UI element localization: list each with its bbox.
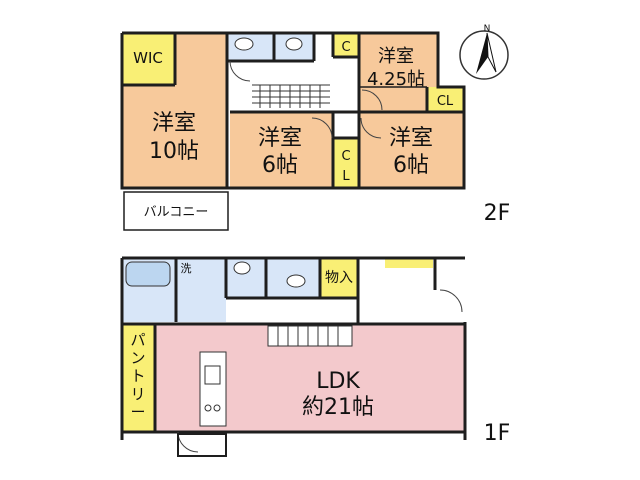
toilet-fixture-2f-b (285, 37, 303, 51)
sink-1f (204, 365, 221, 385)
storage-1f (320, 258, 358, 298)
pantry-char-5: ー (130, 403, 145, 421)
washroom-label: 洗 (181, 262, 192, 275)
wic-2f (122, 33, 175, 85)
door-swing-2f-a (229, 60, 251, 82)
stairs-1f (267, 325, 353, 347)
compass-arrow-outline (486, 32, 497, 73)
compass-arrow-icon (476, 33, 488, 74)
stairs-2f (252, 84, 330, 108)
floor-2f: WIC 洋室 10帖 洋室 6帖 洋室 6帖 洋室 4.25帖 C CL C L… (120, 31, 511, 231)
closet-c-2f (333, 33, 359, 57)
compass-circle (459, 30, 509, 80)
closet-c-label: C (341, 40, 350, 55)
door-swing-2f-c (360, 117, 382, 139)
bathtub-1f (125, 261, 171, 287)
toilet-fixture-1f-a (233, 261, 251, 275)
pantry-char-3: ト (130, 367, 145, 385)
closet-center-l-label: L (342, 169, 350, 184)
toilet-fixture-1f-b (286, 274, 306, 288)
bedroom-north-2f (359, 33, 438, 112)
pantry-1f (122, 325, 155, 432)
pantry-char-4: リ (130, 385, 145, 403)
floor-2f-label: 2F (484, 201, 511, 226)
wic-label: WIC (133, 49, 163, 67)
door-swing-2f-d (361, 89, 383, 111)
closet-cl-2f (427, 87, 464, 112)
bedroom-center-size: 6帖 (262, 153, 298, 178)
entrance-1f (177, 433, 227, 457)
bedroom-west-name: 洋室 (152, 111, 196, 136)
ldk-name: LDK (316, 369, 360, 394)
walls-1f (120, 256, 467, 440)
balcony-label: バルコニー (144, 205, 209, 220)
walls-2f (120, 31, 466, 190)
floor-1f-label: 1F (484, 421, 511, 446)
bedroom-north-size: 4.25帖 (367, 69, 425, 90)
door-swing-1f-a (439, 289, 463, 313)
ldk-size: 約21帖 (302, 395, 374, 420)
bedroom-east-name: 洋室 (389, 126, 433, 151)
bedroom-west-size: 10帖 (149, 139, 199, 164)
washroom-1f (176, 258, 226, 322)
toilet-fixture-2f-a (234, 37, 254, 51)
stove-burner-b (213, 404, 221, 412)
door-swing-2f-b (311, 117, 333, 139)
pantry-char-1: パ (130, 331, 145, 349)
north-compass: N (459, 24, 509, 80)
bedroom-north-name: 洋室 (378, 46, 414, 67)
closet-strip-1f (385, 258, 433, 268)
closet-center-2f (333, 138, 359, 188)
storage-label: 物入 (325, 270, 353, 286)
bedroom-east-size: 6帖 (393, 153, 429, 178)
compass-north-label: N (484, 24, 491, 34)
balcony-2f (123, 191, 229, 231)
hall-2f (225, 62, 360, 112)
closet-cl-label: CL (437, 94, 454, 109)
bedroom-center-2f (230, 112, 333, 188)
bedroom-east-2f (359, 112, 464, 188)
pantry-char-2: ン (130, 349, 145, 367)
floor-1f: LDK 約21帖 洗 物入 パ ン ト リ ー 1F (120, 256, 511, 457)
closet-center-c-label: C (341, 149, 350, 164)
pantry-label: パ ン ト リ ー (130, 331, 145, 421)
stove-burner-a (204, 404, 212, 412)
kitchen-counter-1f (199, 351, 227, 427)
bedroom-center-name: 洋室 (258, 126, 302, 151)
